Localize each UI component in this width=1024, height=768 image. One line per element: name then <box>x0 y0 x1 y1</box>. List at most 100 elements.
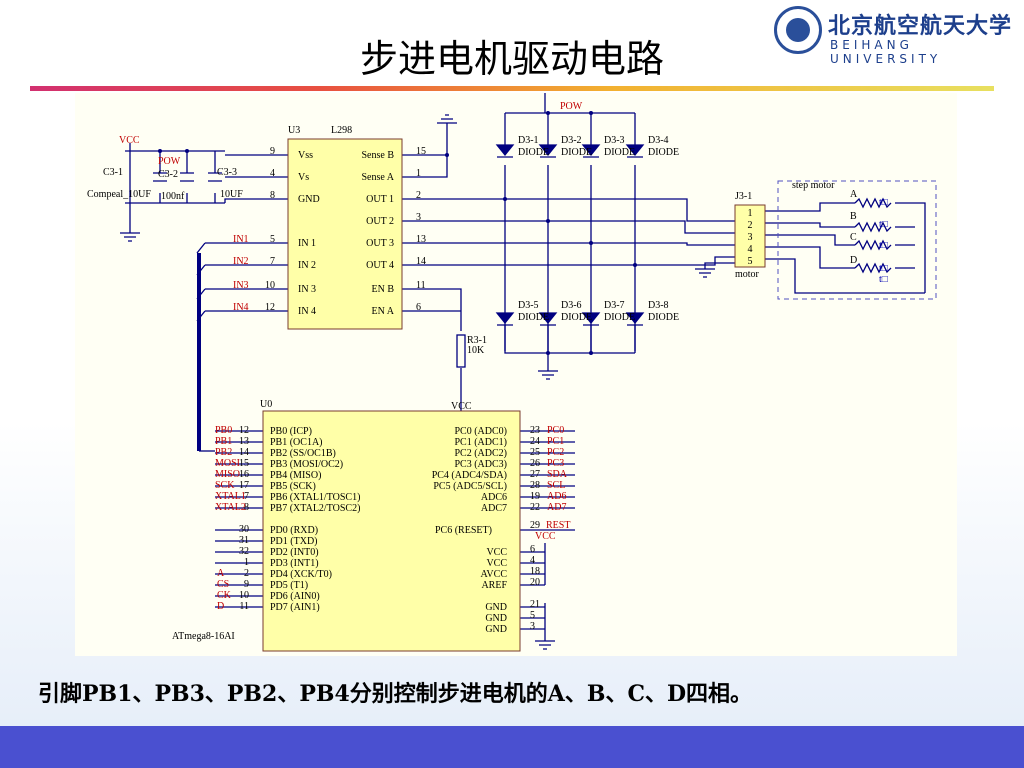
driver-pin-name: OUT 2 <box>366 216 394 227</box>
diode-ref: D3-8 <box>648 300 669 311</box>
mcu-pin-num: 25 <box>530 447 540 458</box>
mcu-net-label: PB2 <box>215 447 232 458</box>
motor-coil-label: t□ <box>879 219 888 230</box>
driver-pin-name: IN 3 <box>298 284 316 295</box>
motor-coils <box>854 197 892 274</box>
driver-pin-name: Vss <box>298 150 313 161</box>
driver-pin-name: Sense B <box>362 150 395 161</box>
mcu-net-label: SCK <box>215 480 235 491</box>
mcu-pin-num: 23 <box>530 425 540 436</box>
mcu-pin-name: PC2 (ADC2) <box>454 448 507 459</box>
motor-connector <box>734 204 766 268</box>
diode-type: DIODE <box>648 312 679 323</box>
diode-ref: D3-4 <box>648 135 669 146</box>
mcu-pin-num: 26 <box>530 458 540 469</box>
mcu-pin-num: 11 <box>239 601 249 612</box>
diode-type: DIODE <box>518 147 549 158</box>
driver-pin-num: 4 <box>270 168 275 179</box>
mcu-net-label: PC2 <box>547 447 564 458</box>
mcu-pin-name: GND <box>485 613 507 624</box>
mcu-pin-name: VCC <box>486 558 507 569</box>
mcu-reset-num: 29 <box>530 520 540 531</box>
diode-d3-6-icon <box>538 312 558 326</box>
resistor-value: 10K <box>467 345 485 356</box>
cap-c3-1-value: Compeal_10UF <box>87 189 151 200</box>
pow-label: POW <box>560 101 583 112</box>
mcu-part: ATmega8-16AI <box>172 631 235 642</box>
slide-title: 步进电机驱动电路 <box>359 37 664 81</box>
mcu-pin-num: 6 <box>530 544 535 555</box>
mcu-reset-vcc: VCC <box>535 531 556 542</box>
mcu-reset-net: REST <box>546 520 570 531</box>
driver-pin-name: GND <box>298 194 320 205</box>
bottom-bar <box>0 726 1024 768</box>
coil-c-icon <box>854 239 892 251</box>
driver-pin-name: EN A <box>372 306 395 317</box>
driver-pin-name: OUT 1 <box>366 194 394 205</box>
mcu-pin-num: 30 <box>239 524 249 535</box>
mcu-pin-num: 31 <box>239 535 249 546</box>
university-logo: 北京航空航天大学 BEIHANG UNIVERSITY <box>772 4 1012 66</box>
diode-ref: D3-2 <box>561 135 582 146</box>
mcu-net-label: XTAL1 <box>215 491 246 502</box>
driver-net-label: IN3 <box>233 280 249 291</box>
motor-phase-label: A <box>850 189 858 200</box>
mcu-pin-name: VCC <box>486 547 507 558</box>
diode-type: DIODE <box>518 312 549 323</box>
mcu-pin-name: PB0 (ICP) <box>270 426 312 437</box>
mcu-pin-name: GND <box>485 624 507 635</box>
driver-designator: U3 <box>288 125 300 136</box>
coil-a-icon <box>854 197 892 209</box>
mcu-net-label: PC3 <box>547 458 564 469</box>
mcu-pin-num: 28 <box>530 480 540 491</box>
mcu-pin-num: 32 <box>239 546 249 557</box>
circuit-schematic: POW VCC POW C3-1 Compeal_10UF C3-2 100nf… <box>87 93 937 652</box>
schematic-panel: POW VCC POW C3-1 Compeal_10UF C3-2 100nf… <box>75 93 957 656</box>
mcu-pin-name: ADC6 <box>481 492 507 503</box>
driver-pin-num: 7 <box>270 256 275 267</box>
mcu-net-label: PB1 <box>215 436 232 447</box>
driver-pin-num: 14 <box>416 256 426 267</box>
driver-pin-num: 15 <box>416 146 426 157</box>
connector-ref: J3-1 <box>735 191 752 202</box>
step-motor-outline <box>777 180 937 300</box>
driver-pin-name: OUT 3 <box>366 238 394 249</box>
mcu-pin-num: 21 <box>530 599 540 610</box>
mcu-pin-name: PD0 (RXD) <box>270 525 318 536</box>
mcu-net-label: AD7 <box>547 502 566 513</box>
driver-net-label: IN4 <box>233 302 249 313</box>
cap-pow-label: POW <box>158 156 181 167</box>
driver-pin-name: IN 2 <box>298 260 316 271</box>
motor-phase-label: D <box>850 255 857 266</box>
mcu-pin-num: 1 <box>244 557 249 568</box>
mcu-pin-num: 20 <box>530 577 540 588</box>
capacitor-group <box>153 172 222 182</box>
mcu-pin-name: PD3 (INT1) <box>270 558 319 569</box>
slide-caption: 引脚PB1、PB3、PB2、PB4分别控制步进电机的A、B、C、D四相。 <box>38 681 753 707</box>
mcu-pin-num: 3 <box>530 621 535 632</box>
driver-pin-num: 1 <box>416 168 421 179</box>
driver-pin-name: EN B <box>372 284 395 295</box>
mcu-pin-name: PD2 (INT0) <box>270 547 319 558</box>
cap-c3-3-value: 10UF <box>220 189 243 200</box>
mcu-pin-num: 10 <box>239 590 249 601</box>
driver-pin-num: 13 <box>416 234 426 245</box>
resistor-ref: R3-1 <box>467 335 487 346</box>
driver-pin-name: IN 1 <box>298 238 316 249</box>
mcu-pin-name: PC4 (ADC4/SDA) <box>432 470 507 481</box>
mcu-pin-name: PB3 (MOSI/OC2) <box>270 459 343 470</box>
diode-d3-7-icon <box>581 312 601 326</box>
mcu-net-label: MISO <box>215 469 240 480</box>
driver-pin-num: 9 <box>270 146 275 157</box>
mcu-pin-name: PD4 (XCK/T0) <box>270 569 332 580</box>
title-divider <box>30 86 994 91</box>
mcu-pin-name: AVCC <box>481 569 508 580</box>
motor-coil-label: t□ <box>879 274 888 285</box>
driver-pin-num: 12 <box>265 302 275 313</box>
motor-label: step motor <box>792 180 835 191</box>
mcu-pin-name: PB5 (SCK) <box>270 481 316 492</box>
diode-ref: D3-6 <box>561 300 582 311</box>
mcu-pin-num: 17 <box>239 480 249 491</box>
university-seal-icon <box>774 6 822 54</box>
driver-pin-name: OUT 4 <box>366 260 394 271</box>
